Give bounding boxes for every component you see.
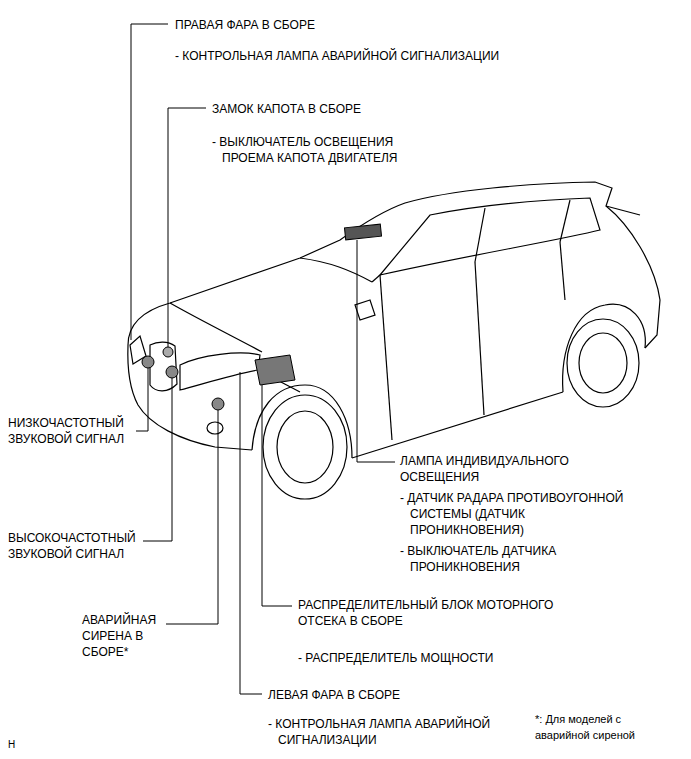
part-name: ВЫСОКОЧАСТОТНЫЙ ЗВУКОВОЙ СИГНАЛ: [8, 530, 142, 562]
part-name: РАСПРЕДЕЛИТЕЛЬНЫЙ БЛОК МОТОРНОГО ОТСЕКА …: [298, 597, 598, 629]
sub-part-name: - ВЫКЛЮЧАТЕЛЬ ДАТЧИКА ПРОНИКНОВЕНИЯ: [400, 543, 628, 575]
part-name: ЛЕВАЯ ФАРА В СБОРЕ: [268, 687, 568, 703]
sub-part-name: - КОНТРОЛЬНАЯ ЛАМПА АВАРИЙНОЙ СИГНАЛИЗАЦ…: [268, 716, 492, 748]
part-name: ЗАМОК КАПОТА В СБОРЕ: [212, 101, 512, 117]
sub-part-name: - ВЫКЛЮЧАТЕЛЬ ОСВЕЩЕНИЯ ПРОЕМА КАПОТА ДВ…: [212, 134, 434, 166]
sub-part-name: - КОНТРОЛЬНАЯ ЛАМПА АВАРИЙНОЙ СИГНАЛИЗАЦ…: [175, 48, 645, 64]
parts: [142, 224, 382, 410]
sub-part-name: - РАСПРЕДЕЛИТЕЛЬ МОЩНОСТИ: [298, 650, 598, 666]
sub-part-name: - ДАТЧИК РАДАРА ПРОТИВОУГОННОЙ СИСТЕМЫ (…: [400, 490, 628, 538]
leader-lines: [131, 24, 395, 694]
part-name: АВАРИЙНАЯ СИРЕНА В СБОРЕ*: [82, 612, 164, 660]
figure-code: H: [8, 737, 48, 753]
part-name: ЛАМПА ИНДИВИДУАЛЬНОГО ОСВЕЩЕНИЯ: [400, 453, 600, 485]
car-body: [128, 182, 660, 499]
part-name: НИЗКОЧАСТОТНЫЙ ЗВУКОВОЙ СИГНАЛ: [8, 415, 140, 447]
part-name: ПРАВАЯ ФАРА В СБОРЕ: [175, 17, 495, 33]
footnote: *: Для моделей с аварийной сиреной: [535, 711, 675, 743]
